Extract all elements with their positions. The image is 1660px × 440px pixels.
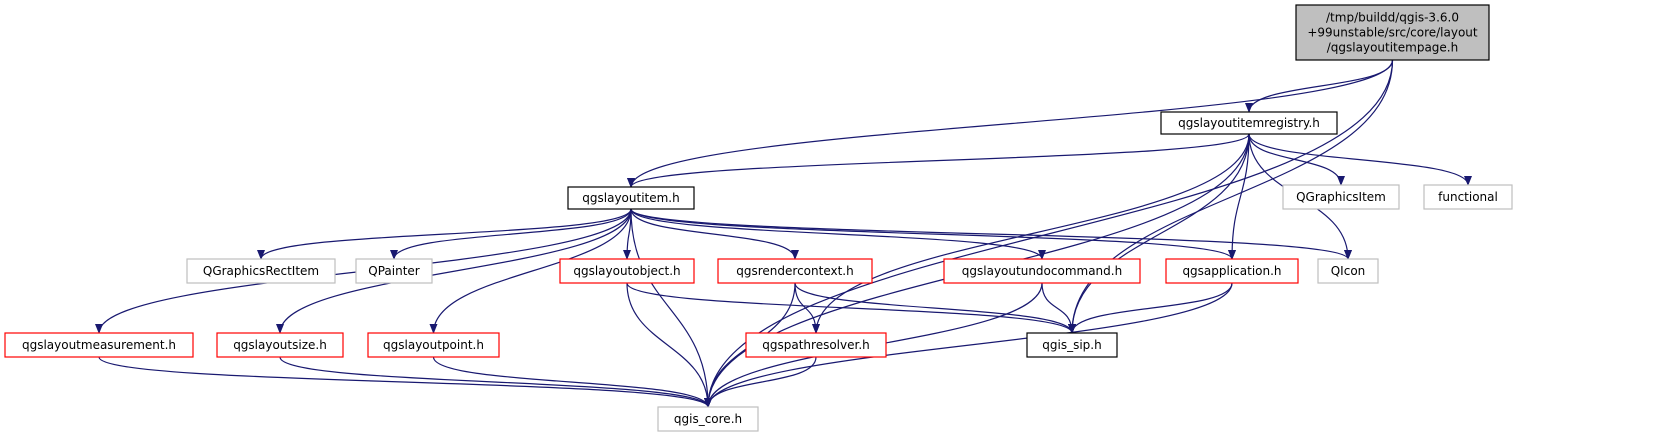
node-qgraphicsitem-label-0: QGraphicsItem: [1296, 190, 1386, 204]
node-layoutpoint-label-0: qgslayoutpoint.h: [383, 338, 484, 352]
node-layoutsize-box: [216, 332, 344, 358]
node-registry-label-0: qgslayoutitemregistry.h: [1178, 116, 1320, 130]
edge-registry-to-functional: [1248, 133, 1472, 186]
node-sip-label-0: qgis_sip.h: [1042, 338, 1101, 352]
edge-item-to-rendercontext: [630, 208, 799, 260]
node-measurement[interactable]: qgslayoutmeasurement.h: [4, 332, 194, 358]
node-item-label-0: qgslayoutitem.h: [582, 191, 679, 205]
edge-item-to-layoutsize: [276, 208, 632, 334]
node-item-box: [567, 186, 695, 210]
node-layoutobject-box: [559, 258, 695, 284]
node-item[interactable]: qgslayoutitem.h: [567, 186, 695, 210]
edge-item-to-qpainter: [390, 208, 632, 260]
node-qgraphicsitem-box: [1282, 184, 1400, 210]
node-qgraphicsrectitem-label-0: QGraphicsRectItem: [203, 264, 319, 278]
node-core-label-0: qgis_core.h: [674, 412, 742, 426]
node-root-label-2: /qgslayoutitempage.h: [1327, 41, 1458, 55]
node-application-box: [1165, 258, 1299, 284]
edge-layoutobject-to-core: [626, 282, 712, 408]
node-qpainter-label-0: QPainter: [368, 264, 420, 278]
edge-application-to-core: [704, 282, 1233, 408]
node-registry[interactable]: qgslayoutitemregistry.h: [1160, 111, 1338, 135]
node-root-label-0: /tmp/buildd/qgis-3.6.0: [1326, 11, 1459, 25]
node-qgraphicsrectitem-box: [186, 258, 336, 284]
edge-layoutobject-to-sip: [626, 282, 1076, 334]
node-root-label-1: +99unstable/src/core/layout: [1307, 26, 1478, 40]
edge-application-to-sip: [1068, 282, 1233, 334]
node-functional[interactable]: functional: [1423, 184, 1513, 210]
node-sip[interactable]: qgis_sip.h: [1026, 332, 1118, 358]
edge-item-to-qgraphicsrectitem: [257, 208, 632, 260]
node-root[interactable]: /tmp/buildd/qgis-3.6.0+99unstable/src/co…: [1295, 4, 1490, 61]
edge-item-to-core: [630, 208, 712, 408]
nodes: /tmp/buildd/qgis-3.6.0+99unstable/src/co…: [4, 4, 1513, 432]
node-qicon-label-0: QIcon: [1331, 264, 1366, 278]
edge-item-to-layoutpoint: [429, 208, 632, 334]
node-qpainter[interactable]: QPainter: [355, 258, 433, 284]
edges: [95, 59, 1472, 408]
node-qicon[interactable]: QIcon: [1317, 258, 1379, 284]
node-root-box: [1295, 4, 1490, 61]
node-rendercontext-label-0: qgsrendercontext.h: [736, 264, 853, 278]
node-sip-box: [1026, 332, 1118, 358]
edge-rendercontext-to-pathresolver: [794, 282, 820, 334]
node-rendercontext[interactable]: qgsrendercontext.h: [717, 258, 873, 284]
node-pathresolver-label-0: qgspathresolver.h: [762, 338, 869, 352]
node-undocommand-box: [943, 258, 1141, 284]
node-registry-box: [1160, 111, 1338, 135]
edge-registry-to-pathresolver: [812, 133, 1250, 334]
node-measurement-box: [4, 332, 194, 358]
node-measurement-label-0: qgslayoutmeasurement.h: [22, 338, 176, 352]
node-undocommand[interactable]: qgslayoutundocommand.h: [943, 258, 1141, 284]
node-layoutpoint-box: [367, 332, 500, 358]
edge-rendercontext-to-sip: [794, 282, 1076, 334]
node-functional-label-0: functional: [1438, 190, 1498, 204]
edge-undocommand-to-sip: [1041, 282, 1076, 334]
edge-registry-to-qgraphicsitem: [1248, 133, 1345, 186]
node-pathresolver[interactable]: qgspathresolver.h: [745, 332, 887, 358]
edge-registry-to-sip: [1068, 133, 1250, 334]
node-layoutpoint[interactable]: qgslayoutpoint.h: [367, 332, 500, 358]
node-application[interactable]: qgsapplication.h: [1165, 258, 1299, 284]
node-layoutobject-label-0: qgslayoutobject.h: [573, 264, 680, 278]
edge-layoutsize-to-core: [279, 356, 712, 408]
node-undocommand-label-0: qgslayoutundocommand.h: [962, 264, 1122, 278]
node-core[interactable]: qgis_core.h: [657, 406, 759, 432]
node-qpainter-box: [355, 258, 433, 284]
edge-layoutpoint-to-core: [432, 356, 712, 408]
node-functional-box: [1423, 184, 1513, 210]
node-qgraphicsitem[interactable]: QGraphicsItem: [1282, 184, 1400, 210]
edge-root-to-item: [627, 59, 1394, 188]
node-application-label-0: qgsapplication.h: [1182, 264, 1281, 278]
node-layoutsize[interactable]: qgslayoutsize.h: [216, 332, 344, 358]
edge-registry-to-item: [627, 133, 1250, 188]
node-pathresolver-box: [745, 332, 887, 358]
node-layoutsize-label-0: qgslayoutsize.h: [233, 338, 327, 352]
edge-item-to-qicon: [630, 208, 1352, 260]
node-layoutobject[interactable]: qgslayoutobject.h: [559, 258, 695, 284]
node-qgraphicsrectitem[interactable]: QGraphicsRectItem: [186, 258, 336, 284]
edge-item-to-undocommand: [630, 208, 1046, 260]
edge-measurement-to-core: [98, 356, 712, 408]
node-core-box: [657, 406, 759, 432]
node-rendercontext-box: [717, 258, 873, 284]
node-qicon-box: [1317, 258, 1379, 284]
edge-registry-to-application: [1228, 133, 1250, 260]
edge-pathresolver-to-core: [704, 356, 817, 408]
edge-item-to-application: [630, 208, 1236, 260]
edge-root-to-registry: [1245, 59, 1394, 113]
